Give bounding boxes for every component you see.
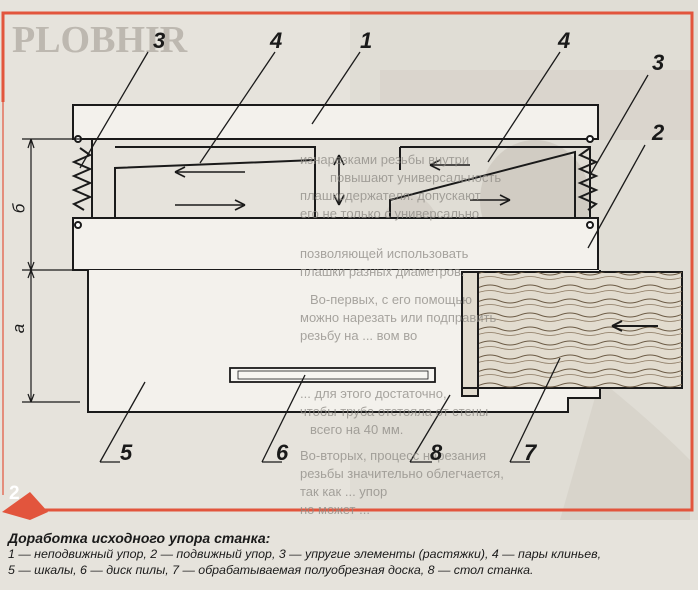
bg-text-line: повышают универсальность — [330, 170, 502, 185]
bg-text-line: резьбы значительно облегчается, — [300, 466, 504, 481]
bg-text-line: плашки разных диаметров. — [300, 264, 465, 279]
red-frame — [1, 11, 694, 520]
figure-number: 2 — [9, 483, 20, 504]
bg-text-line: так как ... упор — [300, 484, 388, 499]
bg-text-line: можно нарезать или подправить — [300, 310, 497, 325]
movable-stop-rail — [72, 217, 599, 271]
spring-left — [71, 147, 93, 211]
spring-right — [577, 147, 599, 211]
callout-2: 2 — [652, 120, 665, 145]
dimension-label-b: б — [9, 203, 29, 214]
fixed-stop-top-plate — [72, 104, 599, 140]
wedge-block-right — [400, 146, 591, 218]
callout-7: 7 — [524, 440, 537, 465]
bg-text-line: изнарезками резьбы внутри — [300, 152, 470, 167]
arrows — [174, 154, 511, 211]
leader-lines — [79, 51, 649, 463]
wedge-left — [114, 159, 316, 202]
callout-4-left: 4 — [270, 28, 283, 53]
bg-text-line: чтобы труба отстояла от стены — [300, 404, 489, 419]
callout-1: 1 — [360, 28, 373, 53]
bg-text-line: Во-вторых, процесс нарезания — [300, 448, 487, 463]
callout-3-right: 3 — [652, 50, 665, 75]
bg-text-line: но может ... — [300, 502, 370, 517]
dimension-label-a: а — [9, 323, 29, 334]
caption-line-1: 1 — неподвижный упор, 2 — подвижный упор… — [8, 547, 602, 561]
drawing — [22, 51, 683, 463]
callout-3-left: 3 — [153, 28, 166, 53]
callout-4-right: 4 — [558, 28, 571, 53]
dimension-lines — [22, 138, 80, 403]
bg-text-line: его не только с универсально — [300, 206, 480, 221]
wedge-right — [389, 150, 576, 218]
callout-6: 6 — [276, 440, 289, 465]
bg-text-line: резьбу на ... вом во — [300, 328, 418, 343]
figure-number-badge — [2, 492, 48, 520]
bg-text-line: ... для этого достаточно, — [300, 386, 447, 401]
bg-text-line: позволяющей использовать — [300, 246, 469, 261]
caption-line-2: 5 — шкалы, 6 — диск пилы, 7 — обрабатыва… — [8, 563, 534, 577]
bg-text-line: всего на 40 мм. — [310, 422, 404, 437]
bg-text-line: плашкодержателя: допускают — [300, 188, 481, 203]
scale-and-saw — [229, 367, 436, 383]
bg-text-line: Во-первых, с его помощью — [310, 292, 472, 307]
wedge-block-left — [91, 139, 316, 218]
svg-text:PLOBHIR: PLOBHIR — [12, 19, 188, 61]
callout-5: 5 — [120, 440, 133, 465]
callout-8: 8 — [430, 440, 443, 465]
caption-title: Доработка исходного упора станка: — [8, 530, 271, 546]
figure-caption: Доработка исходного упора станка: 1 — не… — [8, 530, 696, 578]
